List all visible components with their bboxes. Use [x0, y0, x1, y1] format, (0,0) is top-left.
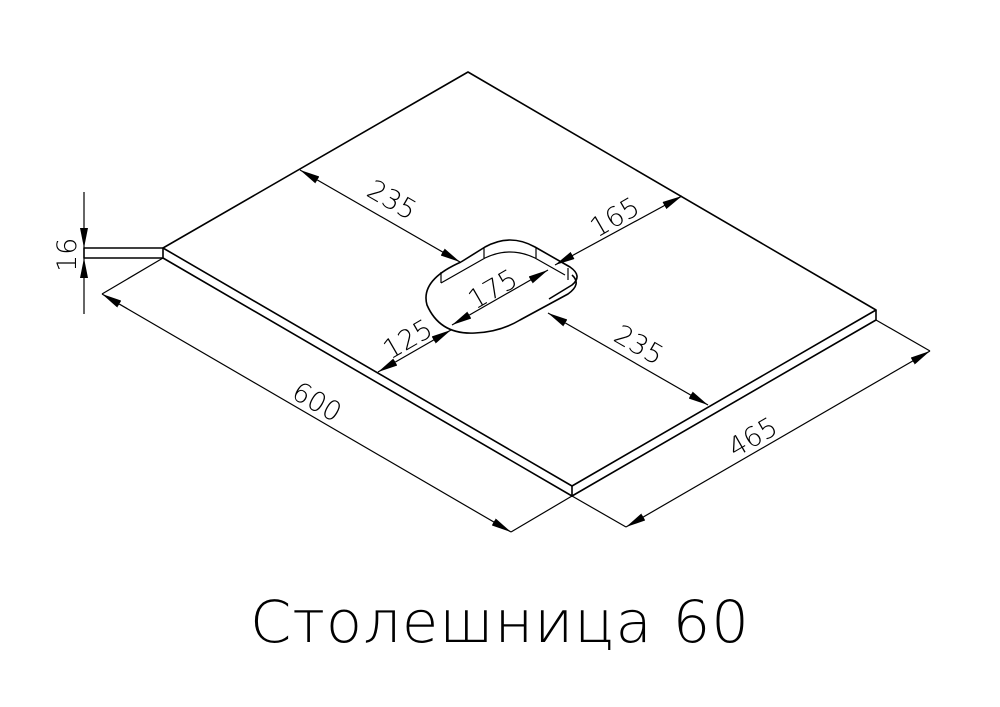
- dimension-hole-length-label: 175: [463, 263, 523, 316]
- drawing-title: Столешница 60: [250, 588, 750, 656]
- dimension-hole-front-right: 235: [547, 312, 709, 406]
- dimension-depth-label: 465: [723, 411, 783, 464]
- dimension-hole-back-right-label: 165: [585, 191, 645, 244]
- dimension-hole-front-left-label: 125: [378, 313, 438, 366]
- dimension-width-label: 600: [287, 376, 347, 429]
- dimension-hole-back-right: 165: [554, 191, 683, 266]
- dimension-hole-back-left-label: 235: [362, 174, 422, 227]
- thickness-tab: [83, 247, 163, 259]
- dimension-hole-front-right-label: 235: [609, 319, 669, 372]
- dimension-hole-back-left: 235: [299, 169, 461, 263]
- dimension-hole-length: 175: [451, 263, 549, 326]
- dimension-thickness-label: 16: [52, 238, 83, 272]
- dimension-thickness: 16: [52, 192, 88, 314]
